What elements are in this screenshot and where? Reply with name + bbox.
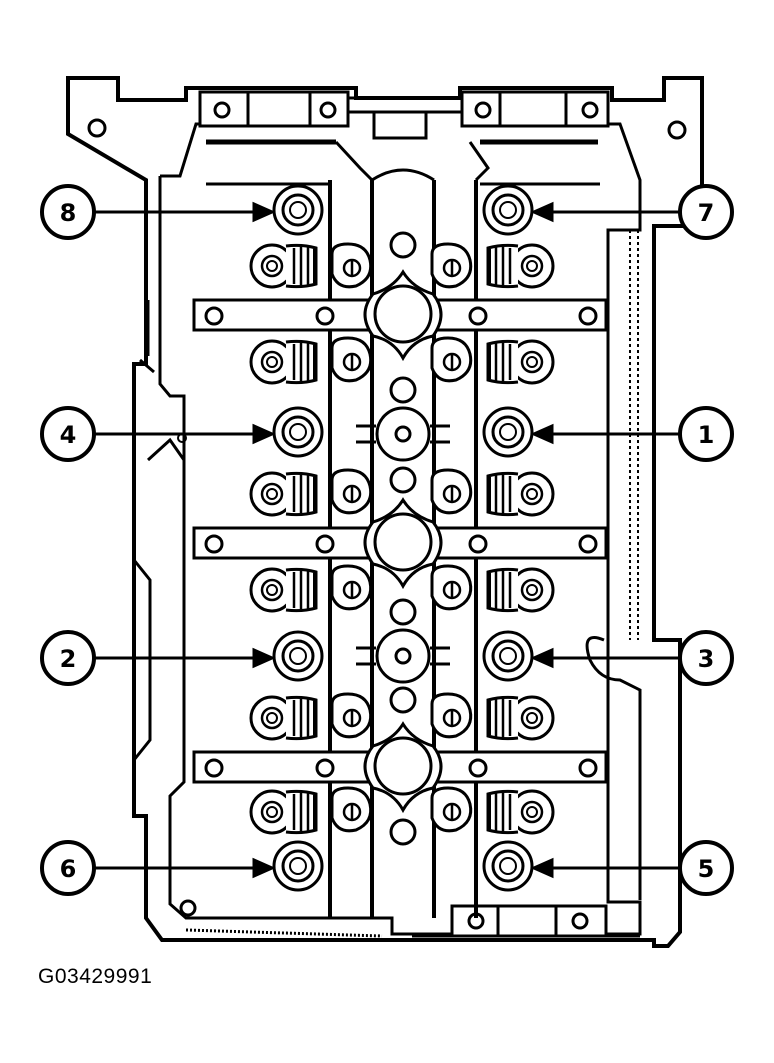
bolt-upper-middle-left: [272, 406, 324, 458]
spark-plug-wells: [356, 231, 450, 846]
svg-text:8: 8: [60, 199, 77, 227]
callout-4: 4: [40, 406, 96, 462]
head-outline: [66, 76, 704, 948]
callout-6: 6: [40, 840, 96, 896]
bolt-top-right: [482, 184, 534, 236]
callout-7: 7: [678, 184, 734, 240]
callout-1: 1: [678, 406, 734, 462]
svg-text:3: 3: [698, 645, 715, 673]
callout-8: 8: [40, 184, 96, 240]
gasket-strips: [206, 139, 600, 186]
figure-id: G03429991: [38, 965, 153, 988]
svg-text:7: 7: [698, 199, 715, 227]
leader-lines: [94, 201, 682, 879]
bolt-lower-middle-left: [272, 630, 324, 682]
bolt-bottom-right: [482, 840, 534, 892]
cam-journals: [363, 270, 443, 812]
callout-3: 3: [678, 630, 734, 686]
svg-text:4: 4: [60, 421, 77, 449]
top-cam-bracket: [198, 90, 610, 140]
bolt-upper-middle-right: [482, 406, 534, 458]
svg-text:1: 1: [698, 421, 715, 449]
bolt-lower-middle-right: [482, 630, 534, 682]
svg-text:6: 6: [60, 855, 77, 883]
callout-2: 2: [40, 630, 96, 686]
svg-text:5: 5: [698, 855, 715, 883]
callout-5: 5: [678, 840, 734, 896]
bolt-top-left: [272, 184, 324, 236]
bottom-cam-bracket: [412, 904, 640, 938]
svg-text:2: 2: [60, 645, 77, 673]
bolt-bottom-left: [272, 840, 324, 892]
